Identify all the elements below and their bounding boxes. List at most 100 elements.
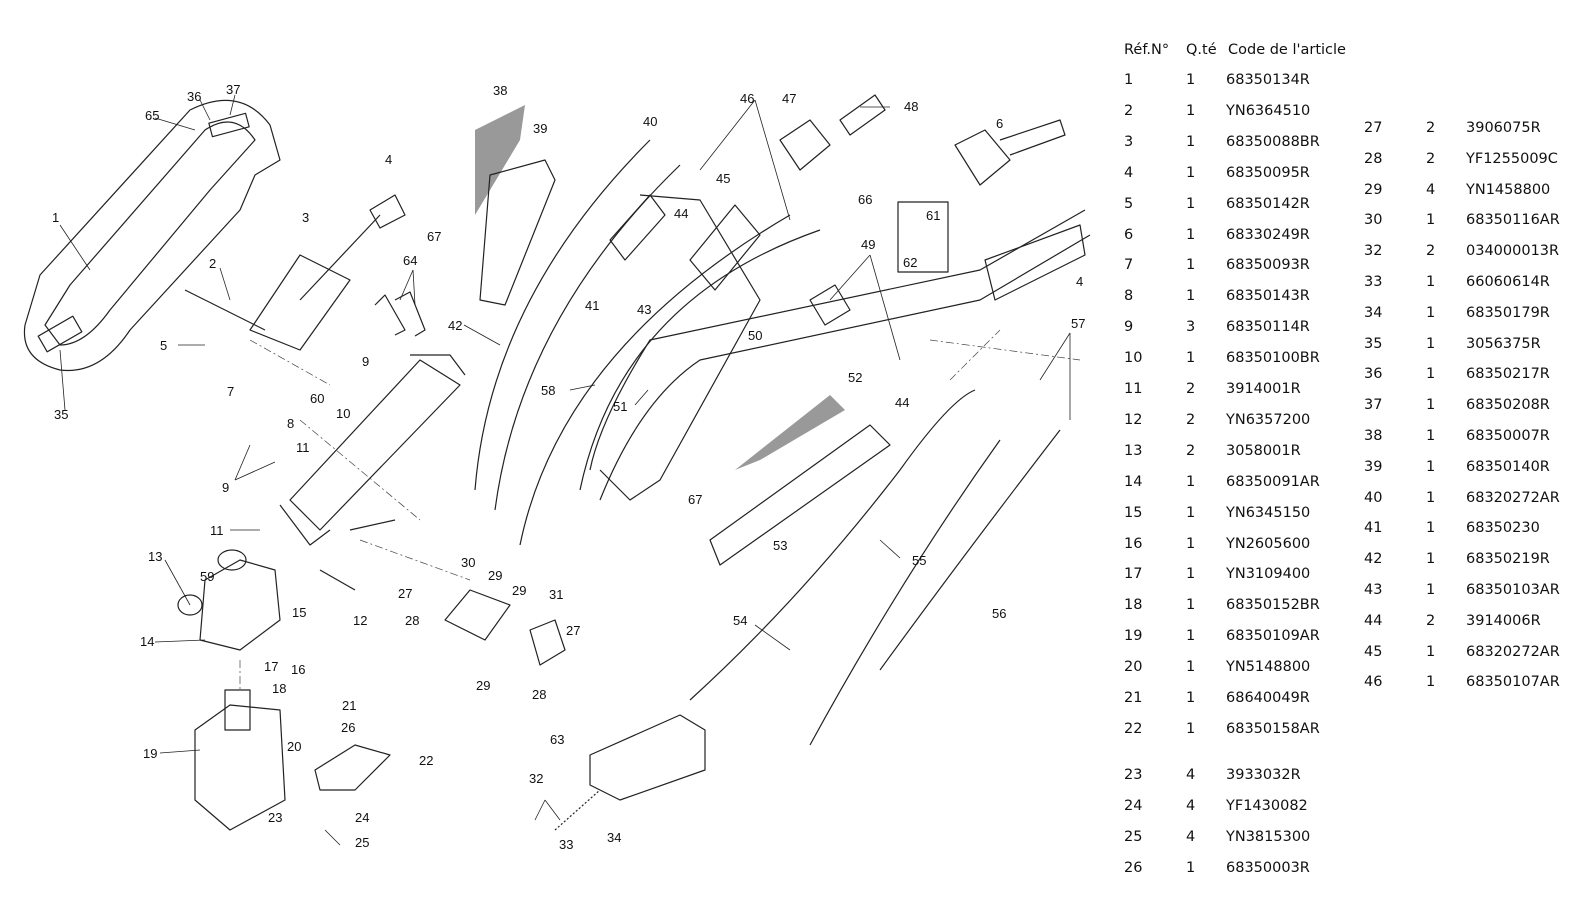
part-outlines bbox=[23, 94, 1091, 831]
cell-code: YN5148800 bbox=[1226, 659, 1311, 676]
cell-code: 68320272AR bbox=[1466, 643, 1560, 660]
cell-ref: 19 bbox=[1124, 628, 1143, 645]
cell-ref: 38 bbox=[1364, 428, 1383, 444]
cell-ref: 45 bbox=[1364, 643, 1383, 660]
handle-cover-inner bbox=[44, 121, 256, 346]
callout-17: 17 bbox=[264, 659, 278, 674]
cell-ref: 40 bbox=[1364, 489, 1383, 506]
cell-code: 68350230 bbox=[1466, 520, 1540, 537]
cell-qty: 2 bbox=[1186, 381, 1196, 397]
callout-51: 51 bbox=[613, 399, 627, 414]
callout-19: 19 bbox=[143, 746, 157, 761]
callout-30: 30 bbox=[461, 555, 475, 570]
arm-39 bbox=[479, 159, 556, 306]
callout-44-top: 44 bbox=[674, 206, 688, 221]
cell-ref: 24 bbox=[1124, 797, 1143, 814]
lever-41 bbox=[609, 194, 666, 261]
cell-code: 68350158AR bbox=[1226, 720, 1320, 737]
callout-13: 13 bbox=[148, 549, 162, 564]
callout-9-left: 9 bbox=[222, 480, 229, 495]
cell-code: 68350093R bbox=[1226, 257, 1310, 274]
bracket-19 bbox=[194, 704, 286, 831]
callout-38: 38 bbox=[493, 83, 507, 98]
cell-ref: 4 bbox=[1124, 164, 1134, 181]
cell-code: YN1458800 bbox=[1466, 181, 1551, 198]
cell-ref: 23 bbox=[1124, 767, 1143, 783]
cell-code: 3933032R bbox=[1226, 767, 1301, 783]
callout-47: 47 bbox=[782, 91, 796, 106]
control-50 bbox=[809, 284, 851, 326]
grip-48 bbox=[839, 94, 886, 136]
callout-57: 57 bbox=[1071, 316, 1085, 331]
callout-42: 42 bbox=[448, 318, 462, 333]
cell-qty: 1 bbox=[1186, 257, 1196, 274]
cell-qty: 1 bbox=[1426, 274, 1436, 290]
cell-qty: 1 bbox=[1426, 551, 1436, 568]
cell-code: YF1430082 bbox=[1226, 797, 1308, 814]
header-code: Code de l'article bbox=[1228, 42, 1346, 58]
callout-63: 63 bbox=[550, 732, 564, 747]
cell-qty: 1 bbox=[1186, 504, 1196, 521]
cell-qty: 1 bbox=[1186, 164, 1196, 181]
cell-code: 68350219R bbox=[1466, 551, 1550, 568]
cell-ref: 26 bbox=[1124, 859, 1143, 876]
callout-67-mid: 67 bbox=[688, 492, 702, 507]
cell-code: 68350100BR bbox=[1226, 350, 1320, 367]
callout-11-top: 11 bbox=[296, 440, 310, 455]
callout-36: 36 bbox=[187, 89, 201, 104]
cell-ref: 2 bbox=[1124, 102, 1134, 119]
callout-45: 45 bbox=[716, 171, 730, 186]
cell-qty: 1 bbox=[1186, 195, 1196, 212]
cell-code: YN3815300 bbox=[1226, 828, 1311, 845]
cell-ref: 13 bbox=[1124, 442, 1143, 459]
callout-26: 26 bbox=[341, 720, 355, 735]
cell-qty: 1 bbox=[1426, 212, 1436, 229]
cell-ref: 20 bbox=[1124, 659, 1143, 676]
cell-qty: 1 bbox=[1426, 458, 1436, 475]
label-plate bbox=[37, 315, 83, 353]
cell-ref: 29 bbox=[1364, 181, 1383, 198]
callout-29-b: 29 bbox=[512, 583, 526, 598]
lever-6 bbox=[999, 119, 1066, 156]
callout-21: 21 bbox=[342, 698, 356, 713]
cell-code: 68350103AR bbox=[1466, 582, 1560, 598]
lever-45 bbox=[689, 204, 761, 291]
cell-qty: 1 bbox=[1186, 72, 1196, 88]
cell-ref: 33 bbox=[1364, 274, 1383, 290]
cell-code: 68320272AR bbox=[1466, 489, 1560, 506]
cell-ref: 35 bbox=[1364, 335, 1383, 352]
cell-code: 3056375R bbox=[1466, 335, 1541, 352]
cell-qty: 1 bbox=[1186, 535, 1196, 552]
callout-54: 54 bbox=[733, 613, 747, 628]
cell-qty: 1 bbox=[1426, 397, 1436, 414]
callout-58: 58 bbox=[541, 383, 555, 398]
control-47 bbox=[779, 119, 831, 171]
cell-ref: 30 bbox=[1364, 212, 1383, 229]
cell-ref: 34 bbox=[1364, 304, 1383, 321]
cell-ref: 22 bbox=[1124, 720, 1143, 737]
cable-58 bbox=[519, 214, 791, 546]
callout-44-right: 44 bbox=[895, 395, 909, 410]
cell-code: YN3109400 bbox=[1226, 566, 1311, 583]
callout-18: 18 bbox=[272, 681, 286, 696]
callout-29-a: 29 bbox=[488, 568, 502, 583]
cell-qty: 1 bbox=[1186, 628, 1196, 645]
exploded-parts-diagram: 1 2 3 4 5 6 7 8 9 9 10 11 11 12 13 14 15… bbox=[23, 82, 1091, 852]
handlebar-lower bbox=[599, 234, 1091, 501]
cell-qty: 2 bbox=[1426, 612, 1436, 629]
callout-28-left: 28 bbox=[405, 613, 419, 628]
cell-qty: 2 bbox=[1426, 150, 1436, 167]
callout-56: 56 bbox=[992, 606, 1006, 621]
cell-qty: 2 bbox=[1426, 120, 1436, 136]
cell-qty: 3 bbox=[1186, 319, 1196, 336]
callout-32: 32 bbox=[529, 771, 543, 786]
cell-ref: 6 bbox=[1124, 226, 1134, 243]
bushing-13a bbox=[217, 549, 247, 571]
cell-qty: 1 bbox=[1426, 335, 1436, 352]
center-lines bbox=[239, 329, 1081, 690]
cell-qty: 1 bbox=[1426, 674, 1436, 691]
cable-51 bbox=[579, 229, 821, 491]
cell-ref: 21 bbox=[1124, 690, 1143, 706]
callout-55: 55 bbox=[912, 553, 926, 568]
